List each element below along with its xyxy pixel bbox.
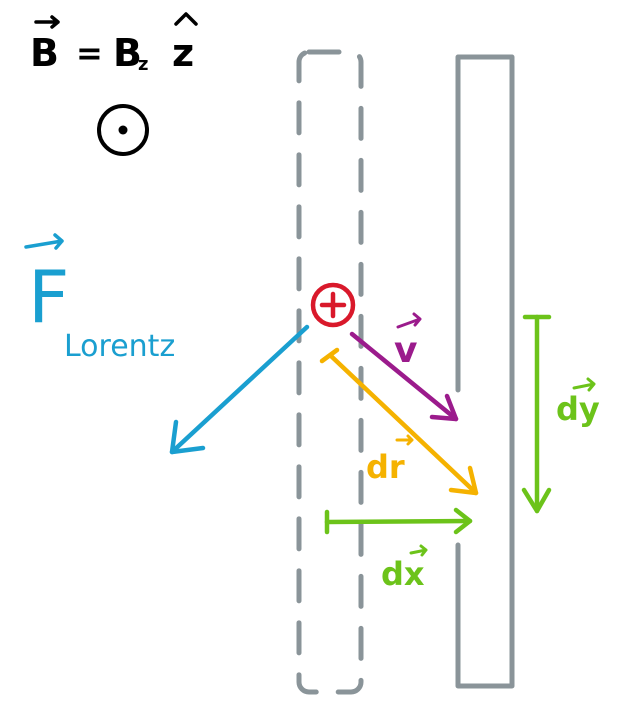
dr-text: dr [366,448,405,486]
lorentz-force-label: F Lorentz [24,233,175,364]
velocity-label: v [394,312,422,371]
out-of-page-dot-icon [97,104,149,156]
dr-label: dr [366,434,414,486]
dx-text: dx [381,555,425,593]
dy-label: dy [556,377,600,428]
dx-label: dx [381,544,428,593]
displacement-arrow [319,347,479,496]
force-letter: F [28,255,69,339]
f-vector-arrow [24,233,64,250]
dx-arrow [324,507,473,535]
field-rhs-subscript: z [138,54,148,75]
field-equation: B = B z z [30,12,198,75]
positive-charge [310,282,356,328]
z-hat [174,12,198,26]
dy-text: dy [556,390,600,428]
field-rhs-symbol: B [113,31,142,75]
field-lhs: B [30,31,59,75]
previous-slab-outline [296,49,364,695]
field-unit-vector: z [172,31,194,75]
current-slab-outline [455,54,515,689]
lorentz-force-arrow [169,324,310,455]
velocity-letter: v [394,330,417,371]
dy-arrow [521,314,552,514]
field-equals: = [76,34,103,72]
b-vector-arrow [34,15,60,29]
velocity-arrow [349,331,459,422]
force-subscript: Lorentz [64,329,175,364]
